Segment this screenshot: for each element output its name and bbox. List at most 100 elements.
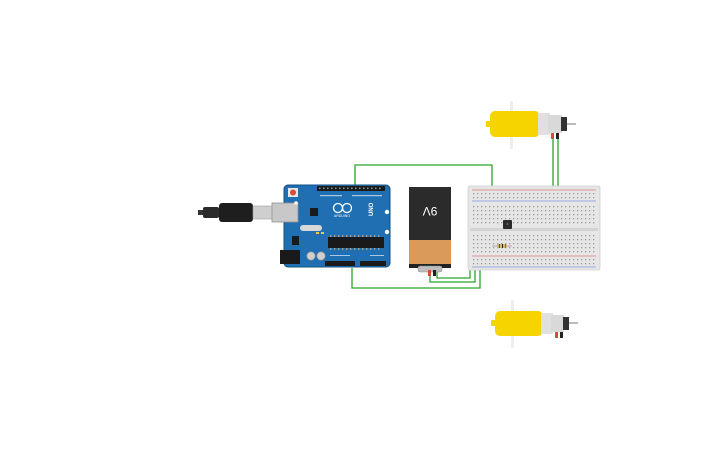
breadboard-hole[interactable] (477, 222, 479, 224)
breadboard-hole[interactable] (473, 193, 475, 195)
breadboard-hole[interactable] (485, 206, 487, 208)
breadboard-hole[interactable] (481, 206, 483, 208)
breadboard-hole[interactable] (525, 222, 527, 224)
breadboard-hole[interactable] (529, 235, 531, 237)
breadboard-hole[interactable] (513, 247, 515, 249)
breadboard-hole[interactable] (481, 197, 483, 199)
breadboard-hole[interactable] (501, 218, 503, 220)
breadboard-hole[interactable] (501, 259, 503, 261)
breadboard-hole[interactable] (485, 218, 487, 220)
breadboard-hole[interactable] (565, 263, 567, 265)
breadboard-hole[interactable] (533, 214, 535, 216)
breadboard-hole[interactable] (537, 247, 539, 249)
breadboard-hole[interactable] (509, 210, 511, 212)
breadboard-hole[interactable] (573, 222, 575, 224)
breadboard-hole[interactable] (549, 206, 551, 208)
breadboard-hole[interactable] (589, 247, 591, 249)
dc-motor-icon[interactable] (491, 300, 578, 348)
breadboard-hole[interactable] (533, 197, 535, 199)
breadboard-hole[interactable] (493, 251, 495, 253)
breadboard-hole[interactable] (489, 251, 491, 253)
resistor[interactable] (492, 244, 512, 248)
breadboard-hole[interactable] (541, 206, 543, 208)
breadboard-hole[interactable] (569, 214, 571, 216)
breadboard-hole[interactable] (489, 214, 491, 216)
breadboard-hole[interactable] (481, 235, 483, 237)
breadboard-hole[interactable] (577, 210, 579, 212)
breadboard-hole[interactable] (493, 259, 495, 261)
breadboard-hole[interactable] (501, 243, 503, 245)
breadboard-hole[interactable] (573, 247, 575, 249)
breadboard-hole[interactable] (565, 259, 567, 261)
breadboard-hole[interactable] (493, 243, 495, 245)
breadboard-hole[interactable] (581, 210, 583, 212)
breadboard-hole[interactable] (517, 193, 519, 195)
breadboard-hole[interactable] (477, 206, 479, 208)
breadboard-hole[interactable] (485, 263, 487, 265)
breadboard-hole[interactable] (493, 193, 495, 195)
breadboard-hole[interactable] (589, 263, 591, 265)
breadboard-hole[interactable] (557, 222, 559, 224)
breadboard-hole[interactable] (541, 251, 543, 253)
breadboard-hole[interactable] (541, 218, 543, 220)
breadboard-hole[interactable] (501, 222, 503, 224)
breadboard-hole[interactable] (561, 247, 563, 249)
breadboard-hole[interactable] (497, 214, 499, 216)
breadboard-hole[interactable] (493, 222, 495, 224)
breadboard-hole[interactable] (493, 214, 495, 216)
breadboard-hole[interactable] (541, 239, 543, 241)
breadboard-hole[interactable] (497, 259, 499, 261)
breadboard-hole[interactable] (497, 235, 499, 237)
breadboard-hole[interactable] (589, 239, 591, 241)
breadboard-hole[interactable] (505, 214, 507, 216)
breadboard-hole[interactable] (505, 218, 507, 220)
breadboard-hole[interactable] (561, 214, 563, 216)
breadboard-hole[interactable] (501, 214, 503, 216)
breadboard-hole[interactable] (577, 243, 579, 245)
breadboard-hole[interactable] (517, 235, 519, 237)
breadboard-hole[interactable] (593, 218, 595, 220)
breadboard-hole[interactable] (585, 206, 587, 208)
breadboard-hole[interactable] (505, 239, 507, 241)
breadboard-hole[interactable] (525, 243, 527, 245)
breadboard-hole[interactable] (509, 243, 511, 245)
breadboard-hole[interactable] (545, 243, 547, 245)
breadboard-hole[interactable] (481, 193, 483, 195)
breadboard-hole[interactable] (577, 193, 579, 195)
breadboard-hole[interactable] (549, 243, 551, 245)
breadboard-hole[interactable] (473, 214, 475, 216)
breadboard-hole[interactable] (553, 214, 555, 216)
breadboard-hole[interactable] (585, 193, 587, 195)
breadboard-hole[interactable] (525, 218, 527, 220)
breadboard-hole[interactable] (513, 222, 515, 224)
breadboard-hole[interactable] (553, 222, 555, 224)
breadboard-hole[interactable] (549, 218, 551, 220)
breadboard-hole[interactable] (481, 259, 483, 261)
breadboard-hole[interactable] (593, 247, 595, 249)
breadboard-hole[interactable] (517, 263, 519, 265)
breadboard-hole[interactable] (509, 214, 511, 216)
breadboard-hole[interactable] (537, 263, 539, 265)
breadboard-hole[interactable] (569, 197, 571, 199)
breadboard-hole[interactable] (517, 214, 519, 216)
breadboard-hole[interactable] (529, 222, 531, 224)
breadboard-hole[interactable] (501, 251, 503, 253)
breadboard-hole[interactable] (509, 235, 511, 237)
breadboard-hole[interactable] (521, 214, 523, 216)
breadboard-hole[interactable] (505, 251, 507, 253)
breadboard-hole[interactable] (565, 206, 567, 208)
breadboard-hole[interactable] (593, 210, 595, 212)
breadboard-hole[interactable] (521, 197, 523, 199)
breadboard-hole[interactable] (589, 214, 591, 216)
breadboard-hole[interactable] (549, 247, 551, 249)
breadboard-hole[interactable] (521, 243, 523, 245)
breadboard-hole[interactable] (549, 259, 551, 261)
breadboard-hole[interactable] (529, 218, 531, 220)
breadboard-hole[interactable] (477, 251, 479, 253)
breadboard-hole[interactable] (569, 251, 571, 253)
breadboard-hole[interactable] (521, 218, 523, 220)
breadboard-hole[interactable] (545, 235, 547, 237)
breadboard-hole[interactable] (581, 206, 583, 208)
breadboard-hole[interactable] (493, 206, 495, 208)
breadboard-hole[interactable] (545, 263, 547, 265)
